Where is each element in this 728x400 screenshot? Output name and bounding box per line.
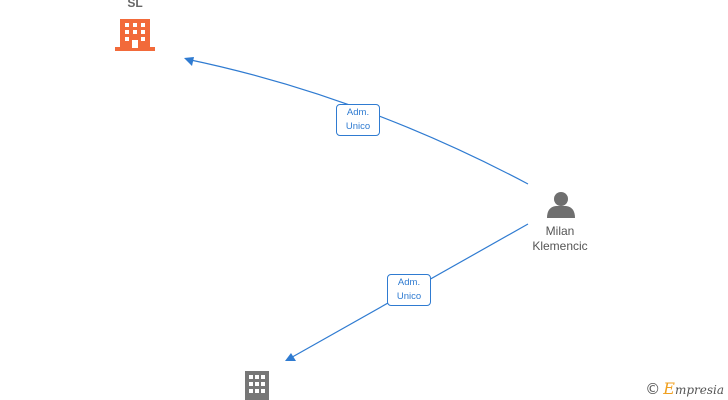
- edge-label-adm-unico: Adm. Unico: [336, 104, 380, 136]
- person-icon[interactable]: [547, 192, 575, 218]
- person-name[interactable]: Milan Klemencic: [520, 224, 600, 254]
- copyright-symbol: ©: [645, 380, 661, 398]
- building-icon[interactable]: [115, 19, 155, 51]
- building-icon[interactable]: [245, 371, 269, 400]
- person-name-line2: Klemencic: [532, 239, 588, 253]
- logo-text: mpresia: [674, 383, 724, 397]
- edge-label-line1: Adm.: [397, 277, 421, 288]
- edge-label-adm-unico: Adm. Unico: [387, 274, 431, 306]
- edge-arrowhead-sl: [184, 57, 194, 66]
- person-name-line1: Milan: [545, 224, 575, 238]
- company-label-sl[interactable]: SL: [127, 0, 143, 10]
- edge-arrowhead-company2: [285, 353, 296, 361]
- logo-e: E: [663, 379, 675, 398]
- edge-label-line2: Unico: [396, 291, 422, 302]
- edge-label-line2: Unico: [345, 121, 371, 132]
- empresia-logo: ©Empresia: [645, 379, 724, 398]
- edge-label-line1: Adm.: [346, 107, 370, 118]
